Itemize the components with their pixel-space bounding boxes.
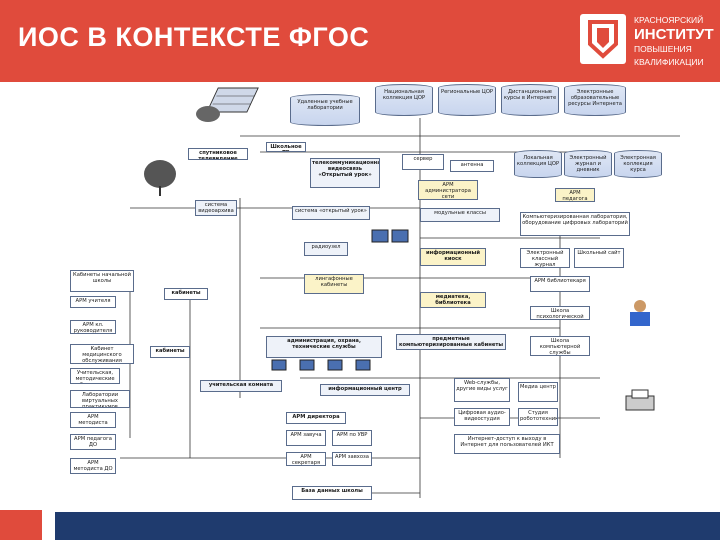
arm-library-box: АРМ библиотекаря [530, 276, 590, 292]
open-lesson-system-box: система «открытый урок» [292, 206, 370, 220]
monitor-icon [370, 228, 410, 250]
multimedia-box: Медиа центр [518, 382, 558, 402]
info-center-box: информационный центр [320, 384, 410, 396]
admin-box: администрация, охрана, технические служб… [266, 336, 382, 358]
school-tv-label: Школьное ТВ [266, 142, 306, 152]
footer-bar [55, 512, 720, 540]
mediateka-box: медиатека, библиотека [420, 292, 486, 308]
repo-internet-resources: Электронные образовательные ресурсы Инте… [564, 84, 626, 116]
lab-class-box: Лаборатории виртуальных практикумов [70, 390, 130, 408]
footer-accent [0, 510, 42, 540]
internet-access-box: Интернет-доступ к выходу в Интернет для … [454, 434, 560, 454]
repo-national: Национальная коллекция ЦОР [375, 84, 433, 116]
repo-regional: Региональные ЦОР [438, 84, 496, 116]
logo-line-2: ИНСТИТУТ [634, 26, 714, 43]
course-collection-db: Электронная коллекция курса [614, 150, 662, 178]
comp-lab-box: Компьютеризированная лаборатория, оборуд… [520, 212, 630, 236]
arm-metod-do-box: АРМ методиста ДО [70, 458, 116, 474]
page-title: ИОС В КОНТЕКСТЕ ФГОС [18, 22, 370, 52]
logo-line-3: ПОВЫШЕНИЯ [634, 44, 692, 54]
arm-uvr-box: АРМ по УВР [332, 430, 372, 446]
antenna-icon [140, 156, 185, 196]
school-site-box: Школьный сайт [574, 248, 624, 268]
cabinets-label: кабинеты [164, 288, 208, 300]
open-lesson-box: телекоммуникационная видеосвязь «Открыты… [310, 158, 380, 188]
psych-box: Школа психологической службы [530, 306, 590, 320]
arm-class-box: АРМ кл. руководителя [70, 320, 116, 334]
e-journal-db: Электронный журнал и дневник [564, 150, 612, 178]
computer-classes-box: предметные компьютеризированные кабинеты… [396, 334, 506, 350]
ios-diagram: Удаленные учебные лаборатории Национальн… [40, 78, 680, 508]
satellite-tv-label: спутниковое телевидение [188, 148, 248, 160]
web-services-box: Web-службы, другие виды услуг [454, 378, 510, 402]
modular-classes-box: модульные классы [420, 208, 500, 222]
printer-icon [620, 388, 660, 418]
digital-studio-box: Цифровая аудио-видеостудия [454, 408, 510, 426]
remote-lab-db: Удаленные учебные лаборатории [290, 94, 360, 126]
user-icon [620, 298, 660, 328]
gym-box: Учительская, методические объединения [70, 368, 120, 384]
institute-logo: КРАСНОЯРСКИЙ ИНСТИТУТ ПОВЫШЕНИЯ КВАЛИФИК… [580, 14, 714, 70]
satellite-dish-icon [188, 84, 268, 130]
computer-row-icon [270, 358, 390, 374]
logo-line-4: КВАЛИФИКАЦИИ [634, 57, 704, 67]
logo-text: КРАСНОЯРСКИЙ ИНСТИТУТ ПОВЫШЕНИЯ КВАЛИФИК… [634, 14, 714, 69]
arm-pedagog-box: АРМ педагога [555, 188, 595, 202]
arm-methodist-box: АРМ методиста [70, 412, 116, 428]
lang-cab-box: лингафонные кабинеты [304, 274, 364, 294]
local-collection-db: Локальная коллекция ЦОР [514, 150, 562, 178]
antenna-label: антенна [450, 160, 494, 172]
arm-admin-box: АРМ администратора сети [418, 180, 478, 200]
arm-teacher-box: АРМ учителя [70, 296, 116, 308]
server-box: сервер [402, 154, 444, 170]
hygiene-box: Кабинет медицинского обслуживания [70, 344, 134, 364]
repo-distance-courses: Дистанционные курсы в Интернете [501, 84, 559, 116]
arm-dist-box: АРМ педагога ДО [70, 434, 116, 450]
corr-cab-label: кабинеты [150, 346, 190, 358]
radio-box: радиоузел [304, 242, 348, 256]
arm-hoz-box: АРМ завхоза [332, 452, 372, 466]
arm-director-box: АРМ директора [286, 412, 346, 424]
learn-cab-box: Кабинеты начальной школы [70, 270, 134, 292]
logo-mark-icon [580, 14, 626, 64]
e-class-journal-box: Электронный классный журнал [520, 248, 570, 268]
header-bar: ИОС В КОНТЕКСТЕ ФГОС КРАСНОЯРСКИЙ ИНСТИТ… [0, 0, 720, 82]
logo-line-1: КРАСНОЯРСКИЙ [634, 15, 704, 25]
info-kiosk-box: информационный киоск [420, 248, 486, 266]
arm-zavuch-box: АРМ завуча [286, 430, 326, 446]
health-box: Школа компьютерной службы [530, 336, 590, 356]
robotics-box: Студия робототехники [518, 408, 558, 426]
video-archive-box: система видеоархива [195, 200, 237, 216]
teachers-room-box: учительская комната [200, 380, 282, 392]
arm-secretary-box: АРМ секретаря [286, 452, 326, 466]
school-db-box: База данных школы [292, 486, 372, 500]
